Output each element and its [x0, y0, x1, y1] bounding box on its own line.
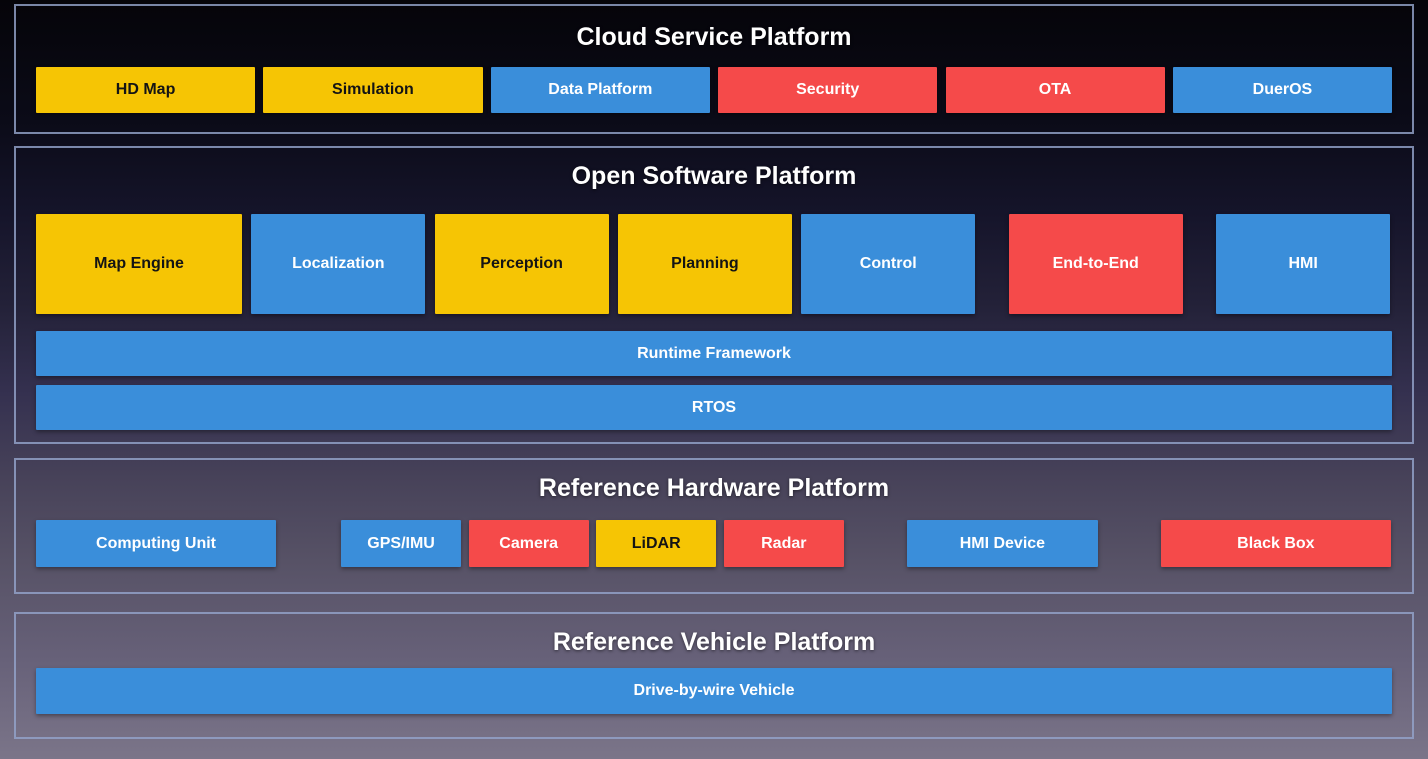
bar-rtos: RTOS — [36, 385, 1392, 430]
module-ota: OTA — [945, 67, 1165, 113]
module-camera: Camera — [468, 520, 589, 567]
module-gps-imu: GPS/IMU — [341, 520, 462, 567]
module-dueros: DuerOS — [1172, 67, 1392, 113]
module-hmi: HMI — [1216, 214, 1391, 314]
module-data-platform: Data Platform — [490, 67, 710, 113]
module-lidar: LiDAR — [596, 520, 717, 567]
section-reference-hardware-platform: Reference Hardware Platform Computing Un… — [14, 458, 1414, 594]
module-localization: Localization — [251, 214, 426, 314]
module-radar: Radar — [723, 520, 844, 567]
vehicle-platform-title: Reference Vehicle Platform — [552, 628, 876, 656]
bar-runtime-framework: Runtime Framework — [36, 331, 1392, 376]
section-open-software-platform: Open Software Platform Map Engine Locali… — [14, 146, 1414, 444]
apollo-architecture-diagram: Cloud Service Platform HD Map Simulation… — [0, 4, 1428, 739]
software-platform-title: Open Software Platform — [571, 162, 857, 190]
section-reference-vehicle-platform: Reference Vehicle Platform Drive-by-wire… — [14, 612, 1414, 739]
module-hd-map: HD Map — [36, 67, 256, 113]
module-simulation: Simulation — [263, 67, 483, 113]
software-modules-row: Map Engine Localization Perception Plann… — [36, 214, 1392, 314]
cloud-modules-row: HD Map Simulation Data Platform Security… — [36, 67, 1392, 113]
module-hmi-device: HMI Device — [907, 520, 1098, 567]
bar-drive-by-wire-vehicle: Drive-by-wire Vehicle — [36, 668, 1392, 714]
module-end-to-end: End-to-End — [1008, 214, 1183, 314]
module-computing-unit: Computing Unit — [36, 520, 276, 567]
module-black-box: Black Box — [1160, 520, 1391, 567]
cloud-platform-title: Cloud Service Platform — [576, 23, 852, 51]
hardware-modules-row: Computing Unit GPS/IMU Camera LiDAR Rada… — [36, 520, 1392, 567]
module-map-engine: Map Engine — [36, 214, 243, 314]
section-cloud-service-platform: Cloud Service Platform HD Map Simulation… — [14, 4, 1414, 134]
hardware-platform-title: Reference Hardware Platform — [538, 474, 890, 502]
module-planning: Planning — [617, 214, 793, 314]
module-perception: Perception — [434, 214, 609, 314]
module-control: Control — [801, 214, 976, 314]
module-security: Security — [718, 67, 938, 113]
